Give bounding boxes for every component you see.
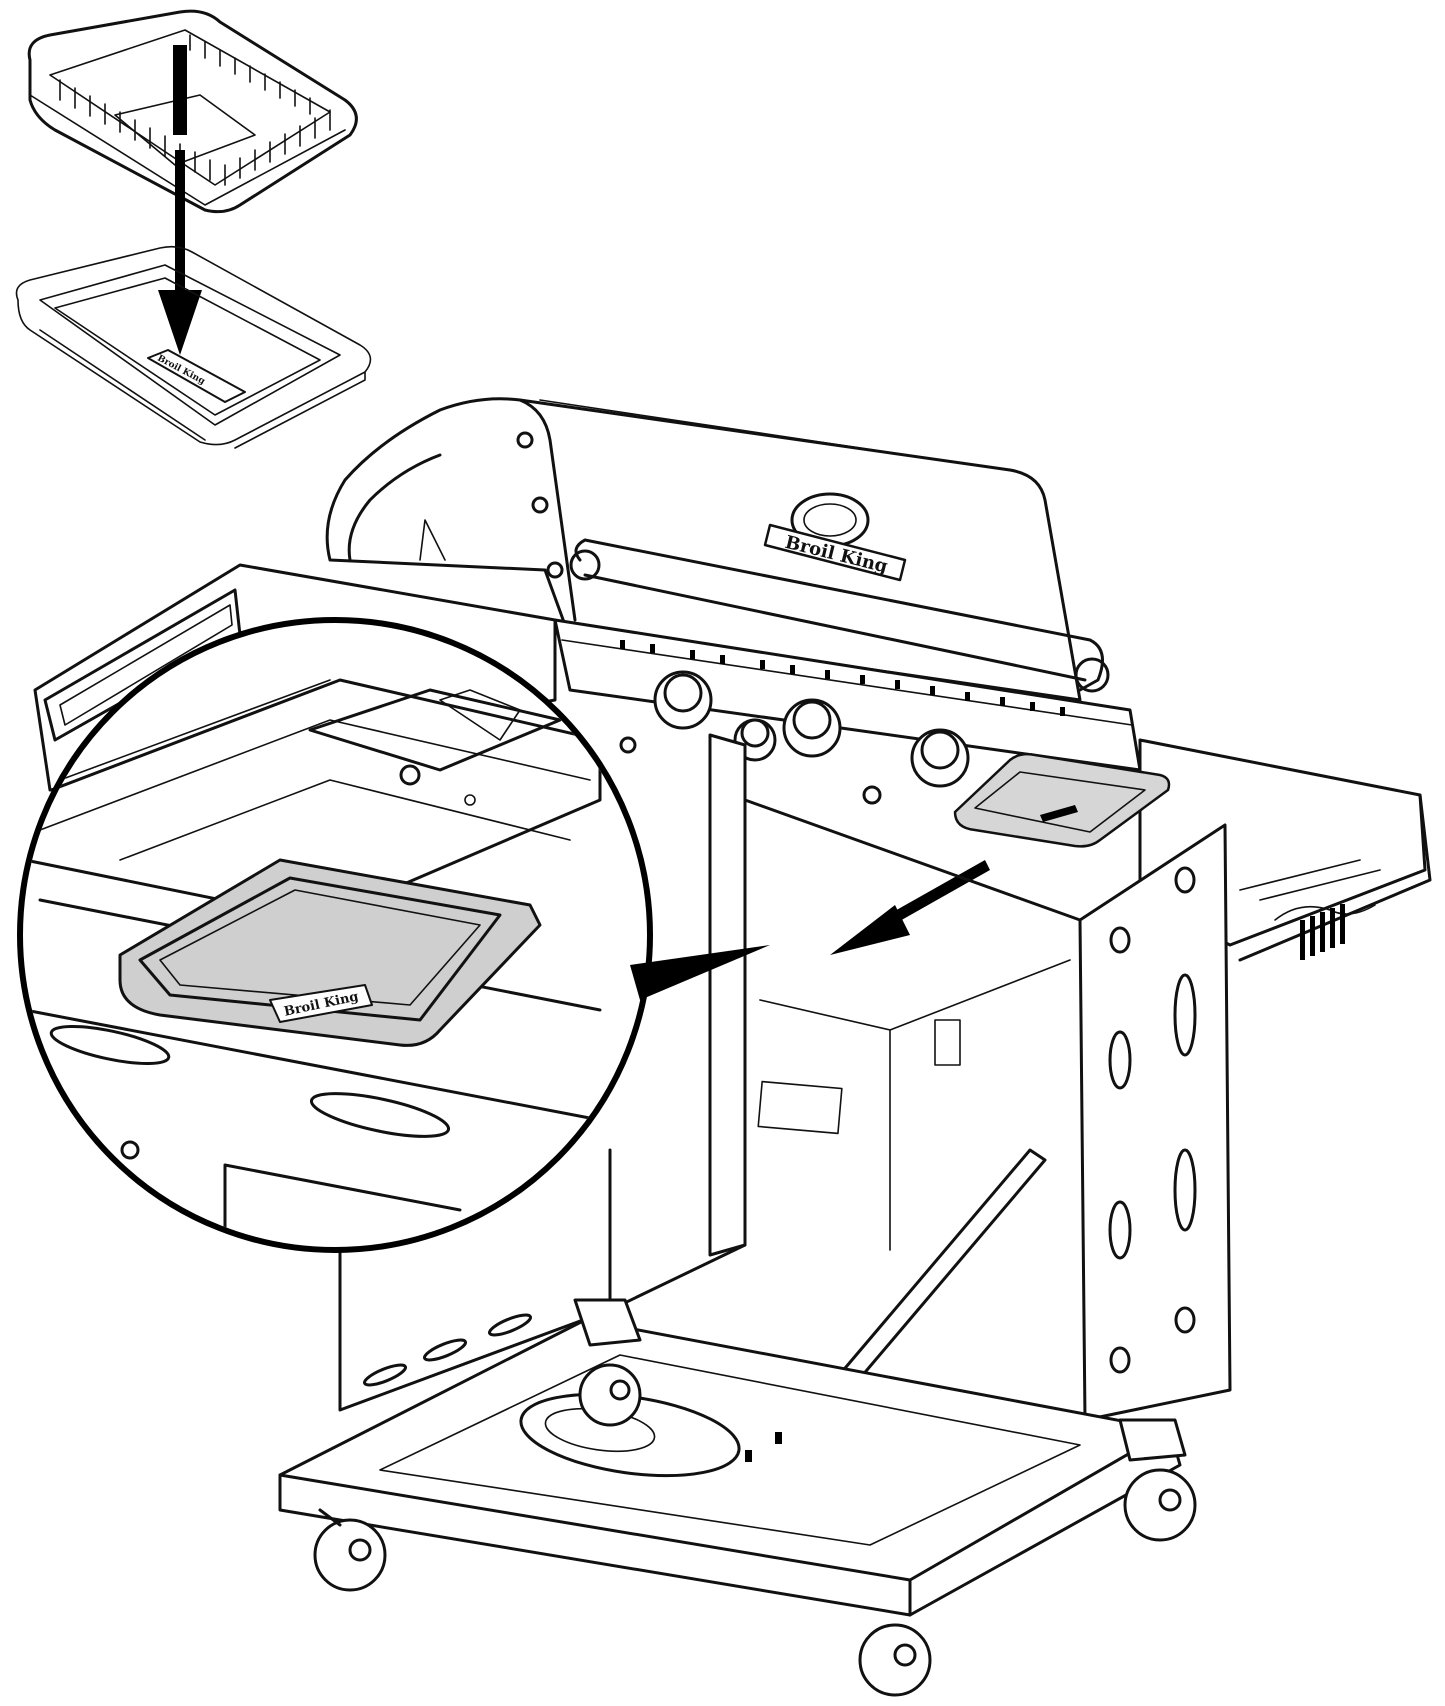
caster-wheel [578,1363,642,1427]
pan-label-small: Broil King [147,349,246,403]
control-knob[interactable] [653,670,713,730]
drip-pan-installed [953,752,1171,848]
control-knob[interactable] [910,728,970,788]
grill-lid: Broil King [325,397,1110,702]
cart-base [278,1298,1187,1617]
caster-wheel [858,1623,932,1697]
caster-wheel [313,1508,387,1592]
down-arrow-icon [158,45,202,355]
diagonal-arrow-icon [830,860,990,955]
cart-frame [338,733,1232,1422]
drip-pan-small: Broil King [15,245,372,449]
control-knob[interactable] [782,698,842,758]
drip-pan-detail: Broil King [118,858,542,1047]
caster-wheel [1123,1468,1197,1542]
foil-liner [27,9,358,214]
magnified-detail: Broil King [17,617,770,1253]
